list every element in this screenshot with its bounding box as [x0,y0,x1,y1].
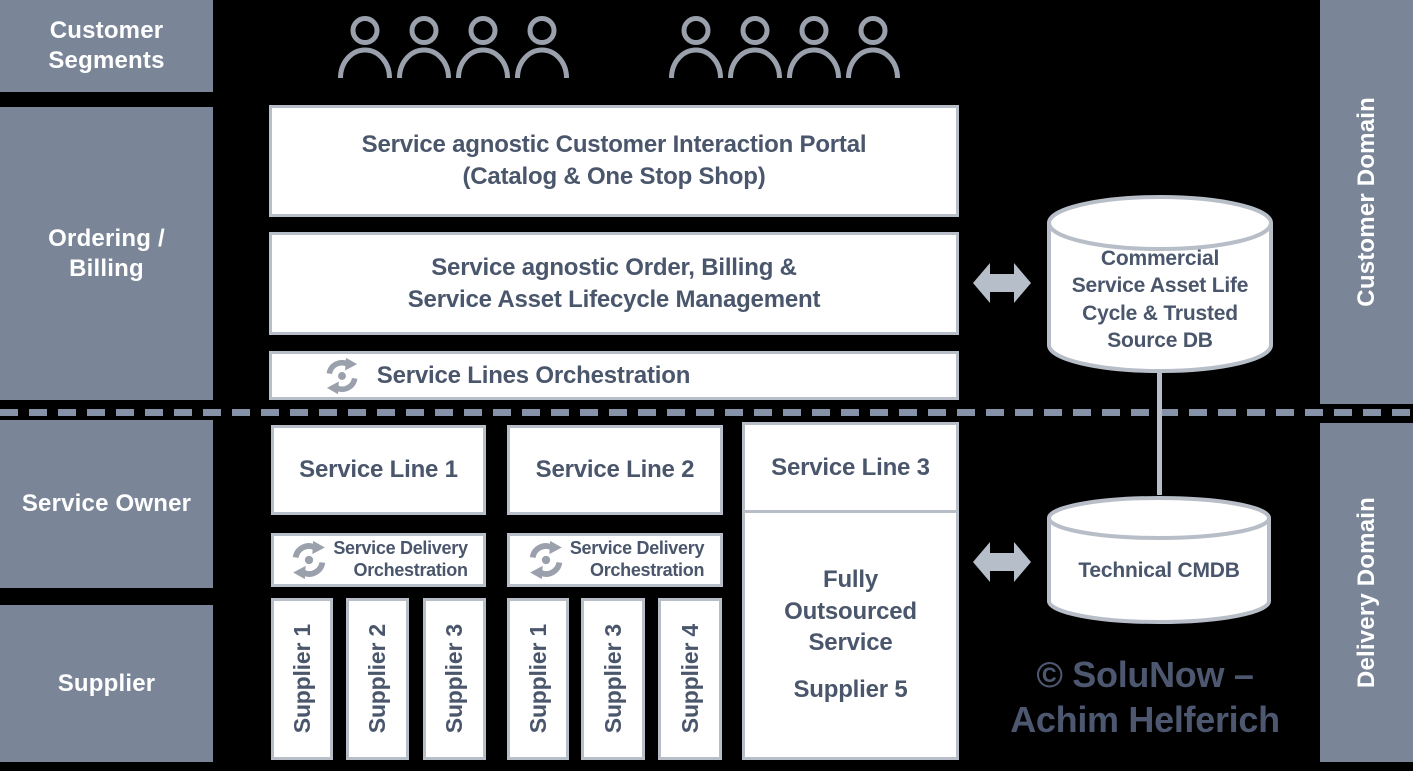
technical-cmdb-cylinder: Technical CMDB [1045,493,1273,627]
supplier-box: Supplier 3 [581,598,645,760]
person-icon [669,16,723,78]
customer-group-1 [337,14,570,78]
db-label-line: Technical CMDB [1078,559,1240,582]
supplier-box: Supplier 3 [423,598,486,760]
copyright-line: © SoluNow – [1036,654,1254,695]
sync-arrows-icon [326,357,358,394]
person-icon [456,16,510,78]
sdo-label: Service Delivery Orchestration [569,538,705,581]
person-icon [338,16,392,78]
row-label-line: Customer [49,17,164,44]
fully-outsourced-text: Fully Outsourced Service [784,566,917,656]
row-label-line: Segments [48,47,165,74]
copyright-line: Achim Helferich [1010,699,1280,741]
supplier-label: Supplier 3 [599,624,626,734]
supplier-label: Supplier 4 [676,624,703,734]
technical-cmdb-label: Technical CMDB [1045,557,1273,584]
order-billing-box: Service agnostic Order, Billing & Servic… [269,232,959,335]
db-label-line: Service Asset Life [1071,274,1249,298]
box-text-line: Orchestration [590,560,705,580]
person-icon [397,16,451,78]
box-text-line: Service Line 1 [299,456,458,484]
fully-outsourced-section: Fully Outsourced Service Supplier 5 [745,513,956,757]
supplier-label: Supplier 1 [524,624,551,734]
service-line-3-box: Service Line 3 Fully Outsourced Service … [742,422,959,760]
box-text-line: (Catalog & One Stop Shop) [462,163,766,190]
database-cylinder-icon [1047,195,1273,373]
row-label-service-owner: Service Owner [0,420,213,588]
row-label-line: Supplier [57,669,156,697]
domain-label-text: Customer Domain [1352,97,1380,307]
sdo-label: Service Delivery Orchestration [333,538,468,581]
row-label-supplier: Supplier [0,605,213,762]
service-line-1-box: Service Line 1 [271,425,486,515]
person-icon [515,16,569,78]
row-label-line: Service Owner [21,490,192,517]
box-text-line: Service Lines Orchestration [376,361,691,389]
supplier-label: Supplier 1 [288,624,315,734]
database-cylinder-icon [1047,496,1271,624]
box-text-line: Orchestration [353,560,468,580]
domain-separator-dashed-line [0,409,1413,416]
service-delivery-orchestration-box-2: Service Delivery Orchestration [507,533,723,587]
commercial-db-cylinder: Commercial Service Asset Life Cycle & Tr… [1045,193,1275,375]
commercial-db-label: Commercial Service Asset Life Cycle & Tr… [1045,245,1275,354]
customer-group-2 [668,14,901,78]
sync-arrows-icon [529,540,563,580]
supplier-box: Supplier 1 [507,598,569,760]
bidirectional-arrow-icon [973,263,1031,303]
customer-interaction-portal-box: Service agnostic Customer Interaction Po… [269,105,959,217]
row-label-line: Billing [69,254,144,282]
person-icon [846,16,900,78]
sync-arrows-icon [293,540,326,580]
domain-label-customer: Customer Domain [1320,0,1413,404]
box-text-line: Service Line 2 [535,456,695,484]
row-label-ordering-billing: Ordering / Billing [0,107,213,400]
person-icon [728,16,782,78]
service-line-3-header: Service Line 3 [745,425,956,513]
service-lines-orchestration-box: Service Lines Orchestration [269,351,959,400]
box-text-line: Service Asset Lifecycle Management [407,285,821,313]
box-text-line: Service Delivery [569,538,705,559]
db-label-line: Cycle & Trusted [1082,301,1238,325]
row-label-customer-segments: Customer Segments [0,0,213,92]
domain-label-text: Delivery Domain [1352,496,1380,689]
db-connector-line [1157,373,1162,495]
box-text-line: Service agnostic Order, Billing & [431,253,797,281]
supplier-box: Supplier 2 [346,598,409,760]
domain-label-delivery: Delivery Domain [1320,423,1413,762]
supplier-label: Supplier 3 [441,624,467,734]
row-label-line: Ordering / [48,224,165,252]
supplier-label: Supplier 2 [364,624,390,734]
service-line-2-box: Service Line 2 [507,425,723,515]
db-label-line: Commercial [1100,247,1220,270]
box-text-line: Service agnostic Customer Interaction Po… [361,131,867,159]
supplier-5-text: Supplier 5 [793,675,908,703]
bidirectional-arrow-icon [973,542,1031,582]
db-label-line: Source DB [1107,328,1213,352]
supplier-box: Supplier 1 [271,598,333,760]
person-icon [787,16,841,78]
service-delivery-orchestration-box-1: Service Delivery Orchestration [271,533,486,587]
box-text-line: Service Line 3 [771,453,930,481]
box-text-line: Service Delivery [333,538,468,559]
supplier-box: Supplier 4 [658,598,722,760]
copyright-notice: © SoluNow – Achim Helferich [995,652,1295,743]
